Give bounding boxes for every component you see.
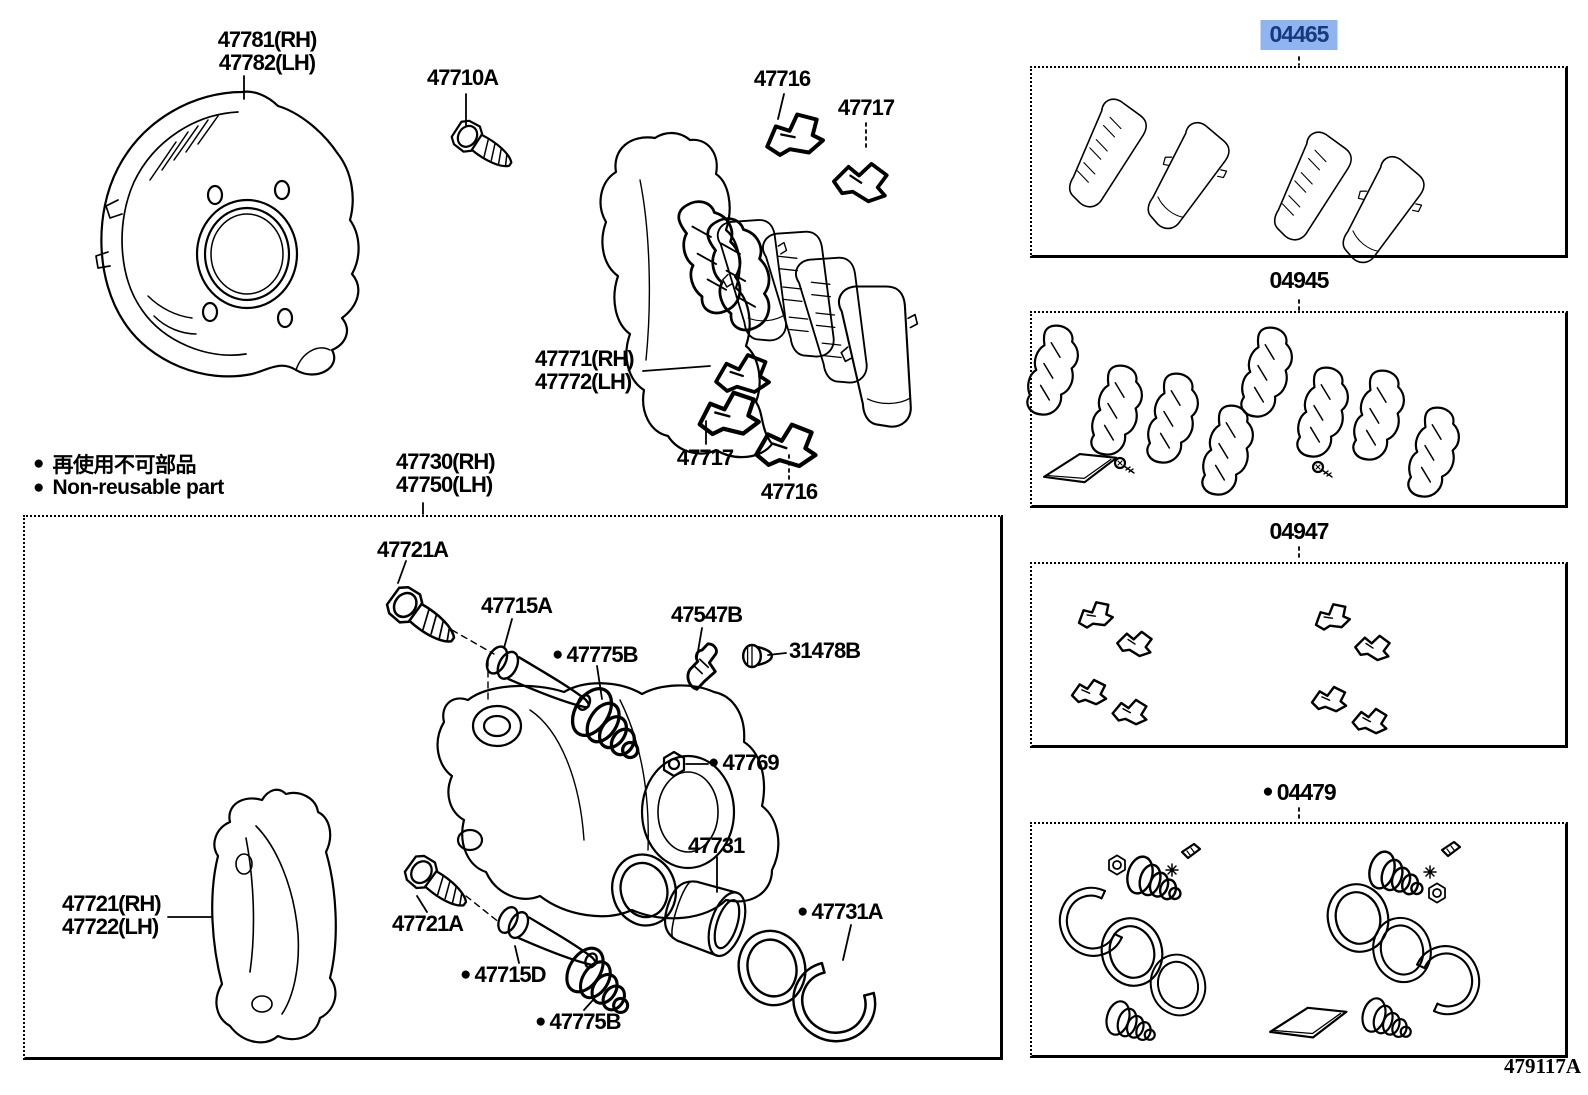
pad-kit-box [1030,66,1568,258]
non-reusable-icon: ● [460,963,472,985]
callout-snap-ring[interactable]: ● 47731A [797,899,884,924]
callout-pin-boot-upper[interactable]: ● 47775B [552,642,639,667]
callout-line: 47722(LH) [62,914,159,940]
callout-line: 47769 [722,750,779,775]
callout-seal-kit[interactable]: ● 04479 [1262,779,1337,805]
callout-line: 04479 [1276,779,1337,805]
leader-lines [167,56,1300,1011]
callout-caliper-nut[interactable]: ● 47769 [708,750,780,775]
callout-line: 47781(RH) [217,27,318,52]
dust-shield-drawing [95,90,360,378]
callout-line: 47731A [811,899,883,924]
non-reusable-icon: ● [1262,781,1274,803]
callout-slide-bolt-lower[interactable]: 47721A [392,911,464,936]
non-reusable-icon: ● [33,453,45,474]
callout-fitting-716-upper[interactable]: 47716 [753,66,811,91]
non-reusable-icon: ● [708,751,720,773]
callout-slide-pin-upper[interactable]: 47715A [481,593,553,618]
callout-mount-bolt[interactable]: 47710A [427,65,499,90]
callout-bleeder-plug[interactable]: 47547B [671,602,743,627]
callout-line: 47771(RH) [535,346,635,371]
non-reusable-icon: ● [535,1010,547,1032]
callout-shim-kit[interactable]: 04945 [1269,267,1330,293]
assembly-construction-lines [451,629,501,924]
callout-line: 47775B [549,1009,621,1034]
callout-fitting-717-lower[interactable]: 47717 [676,445,734,470]
selected-part-highlight: 04465 [1260,20,1338,51]
callout-line: 47782(LH) [218,50,316,76]
drawing-code: 479117A [1504,1054,1582,1078]
caliper-body-drawing [436,682,780,920]
caliper-pads-assembly-drawing [599,108,942,469]
mount-bolt-drawing [447,115,520,178]
callout-line: 47750(LH) [396,472,493,498]
seal-kit-box [1030,822,1568,1058]
legend-text-en: Non-reusable part [52,476,224,499]
non-reusable-icon: ● [33,477,45,498]
callout-caliper-assy[interactable]: 47730(RH) 47750(LH) [396,449,496,498]
callout-line: 47772(LH) [535,369,632,395]
callout-line: 47775B [566,642,638,667]
callout-fitting-716-lower[interactable]: 47716 [760,479,818,504]
callout-dust-shield[interactable]: 47781(RH) 47782(LH) [217,27,318,76]
callout-line: 47715D [474,962,546,987]
callout-fitting-kit[interactable]: 04947 [1269,518,1330,544]
callout-pad-kit[interactable]: 04465 [1260,20,1338,51]
callout-support-plate[interactable]: 47771(RH) 47772(LH) [535,346,635,395]
fitting-kit-box [1030,562,1568,748]
callout-line: 47721(RH) [62,891,162,916]
legend-non-reusable-jp: ● 再使用不可部品 [33,449,196,479]
callout-slide-bolt-upper[interactable]: 47721A [377,537,449,562]
callout-mounting-bracket[interactable]: 47721(RH) 47722(LH) [62,891,162,940]
callout-bleeder-cap[interactable]: 31478B [789,638,861,663]
legend-text-jp: 再使用不可部品 [52,454,196,477]
callout-piston[interactable]: 47731 [688,833,745,858]
non-reusable-icon: ● [552,643,564,665]
legend-non-reusable-en: ● Non-reusable part [33,476,224,500]
mounting-bracket-drawing [211,788,337,1044]
callout-pin-boot-lower[interactable]: ● 47775B [535,1009,622,1034]
callout-slide-pin-lower[interactable]: ● 47715D [460,962,547,987]
non-reusable-icon: ● [797,900,809,922]
callout-fitting-717-upper[interactable]: 47717 [837,95,895,120]
shim-kit-box [1030,311,1568,508]
callout-line: 47730(RH) [396,449,496,474]
caliper-assembly-box [23,515,1003,1060]
